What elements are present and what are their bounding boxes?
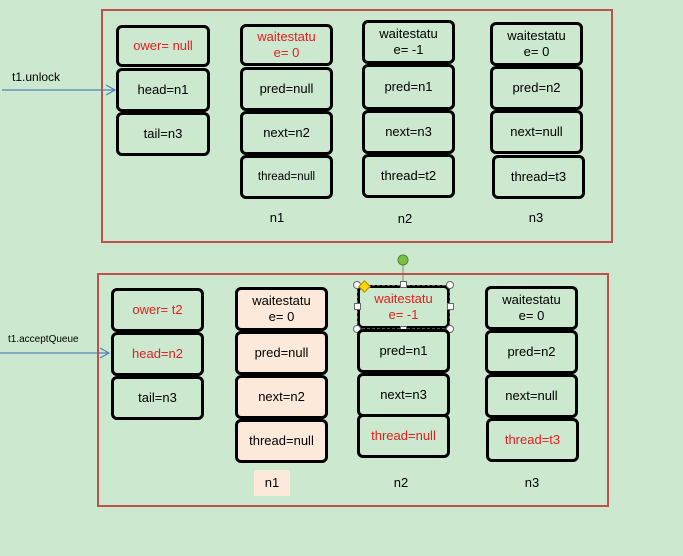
top-frame <box>101 9 613 243</box>
bottom-n1-label: n1 <box>254 470 290 496</box>
bottom-n3-next: next=null <box>485 374 578 418</box>
bottom-n2-pred: pred=n1 <box>357 329 450 373</box>
bottom-n2-next: next=n3 <box>357 373 450 417</box>
top-n1-pred: pred=null <box>240 67 333 111</box>
top-n1-waitstatus: waitestatu e= 0 <box>240 24 333 66</box>
bottom-n3-label: n3 <box>524 475 540 490</box>
top-n3-label: n3 <box>528 210 544 225</box>
bottom-lock-tail: tail=n3 <box>111 376 204 420</box>
bottom-n3-waitstatus: waitestatu e= 0 <box>485 286 578 330</box>
top-n1-thread: thread=null <box>240 155 333 199</box>
unlock-arrowhead <box>105 84 117 96</box>
bottom-lock-head: head=n2 <box>111 332 204 376</box>
bottom-n1-next: next=n2 <box>235 375 328 419</box>
top-n3-waitstatus: waitestatu e= 0 <box>490 22 583 66</box>
bottom-frame <box>97 273 609 507</box>
bottom-n3-pred: pred=n2 <box>485 330 578 374</box>
top-arrow-label: t1.unlock <box>12 70 61 84</box>
resize-handle-l[interactable] <box>354 303 361 310</box>
top-n2-next: next=n3 <box>362 110 455 154</box>
accept-queue-arrowhead <box>99 347 111 359</box>
selection-outline <box>357 285 450 329</box>
top-n3-next: next=null <box>490 110 583 154</box>
bottom-n2-label: n2 <box>393 475 409 490</box>
top-n1-label: n1 <box>269 210 285 225</box>
bottom-lock-owner: ower= t2 <box>111 288 204 332</box>
bottom-n1-waitstatus: waitestatu e= 0 <box>235 287 328 331</box>
top-n2-waitstatus: waitestatu e= -1 <box>362 20 455 64</box>
rotate-handle <box>397 254 409 266</box>
top-n1-next: next=n2 <box>240 111 333 155</box>
top-n3-thread: thread=t3 <box>492 155 585 199</box>
bottom-n1-pred: pred=null <box>235 331 328 375</box>
top-lock-head: head=n1 <box>116 68 210 112</box>
bottom-arrow-label: t1.acceptQueue <box>8 334 79 345</box>
bottom-n2-thread: thread=null <box>357 414 450 458</box>
resize-handle-t[interactable] <box>400 281 407 288</box>
top-n2-thread: thread=t2 <box>362 154 455 198</box>
top-n3-pred: pred=n2 <box>490 66 583 110</box>
resize-handle-tr[interactable] <box>446 281 454 289</box>
bottom-n3-thread: thread=t3 <box>486 418 579 462</box>
top-n2-label: n2 <box>397 211 413 226</box>
top-n2-pred: pred=n1 <box>362 64 455 110</box>
top-lock-tail: tail=n3 <box>116 112 210 156</box>
bottom-n1-thread: thread=null <box>235 419 328 463</box>
resize-handle-r[interactable] <box>447 303 454 310</box>
top-lock-owner: ower= null <box>116 25 210 67</box>
